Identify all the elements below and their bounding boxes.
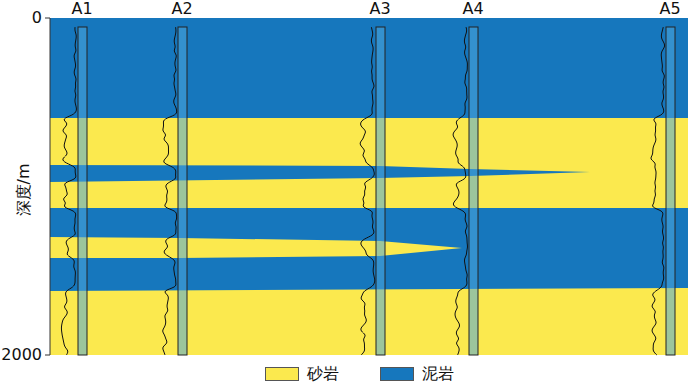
well-log-curve [360,27,375,355]
well-name: A1 [71,0,92,18]
sandstone-layer [50,118,688,208]
well-column [178,27,187,355]
depth-axis [50,18,51,355]
well-log-curve [453,27,467,355]
well-column [666,27,675,355]
well-name: A5 [659,0,680,18]
well-name: A2 [171,0,192,18]
well-log-curve [163,27,177,355]
well-name: A3 [369,0,390,18]
legend-text: 泥岩 [422,365,454,383]
axis-title: 深度/m [15,164,33,217]
axis-tick-label: 0 [32,9,42,27]
axis-tick-label: 2000 [1,346,42,364]
well-log-curve [651,27,665,355]
mudstone-lens [50,165,590,182]
mudstone-ground [50,18,688,355]
well-column [469,27,478,355]
axis-tick [45,18,50,19]
axis-tick [45,355,50,356]
legend-swatch [265,367,299,381]
well-log-curve [61,27,76,355]
sandstone-layer [50,288,688,355]
well-name: A4 [462,0,483,18]
legend-swatch [380,367,414,381]
well-column [376,27,385,355]
well-column [78,27,87,355]
legend-text: 砂岩 [307,365,339,383]
sandstone-lens [50,237,462,258]
